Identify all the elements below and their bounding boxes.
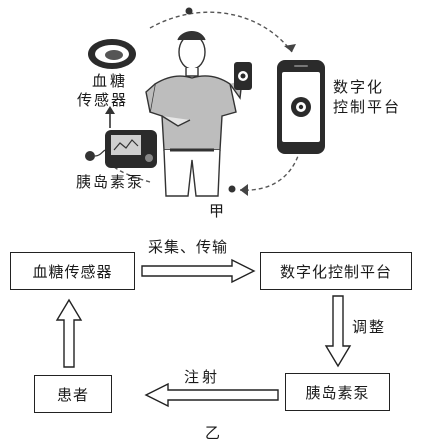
handheld-phone-icon (234, 62, 252, 90)
loop-arc-left (107, 159, 151, 183)
figure-b-caption: 乙 (205, 424, 221, 442)
adjust-arrow-label: 调整 (352, 318, 387, 336)
inject-arrow-label: 注射 (184, 368, 221, 386)
loop-arrowhead-right (240, 184, 248, 196)
patient-figure (145, 31, 243, 197)
insulin-pump-icon (85, 130, 157, 168)
sensor-label-line1: 血糖 (92, 72, 129, 90)
loop-arrowhead-top (284, 44, 296, 52)
figure-a-caption: 甲 (209, 202, 225, 220)
pump-label: 胰岛素泵 (76, 173, 145, 191)
digital-platform-phone-icon (277, 60, 325, 154)
glucose-sensor-icon (88, 39, 136, 69)
platform-label-line2: 控制平台 (333, 98, 402, 116)
loop-arc-right (239, 149, 301, 191)
loop-arc-top (149, 11, 293, 53)
pump-to-sensor-arrowhead (105, 106, 115, 114)
loop-node-top (185, 7, 193, 15)
adjust-arrow (324, 295, 352, 368)
patient-to-sensor-arrow (55, 298, 83, 368)
patient-box: 患者 (34, 375, 112, 413)
sensor-label-line2: 传感器 (77, 91, 129, 109)
sensor-box: 血糖传感器 (10, 252, 135, 290)
pump-box: 胰岛素泵 (285, 373, 390, 411)
platform-box: 数字化控制平台 (260, 252, 412, 290)
inject-arrow (144, 382, 279, 408)
collect-arrow (141, 258, 256, 284)
collect-arrow-label: 采集、传输 (148, 238, 229, 256)
loop-node-bottom (228, 185, 236, 193)
platform-label-line1: 数字化 (333, 78, 385, 96)
